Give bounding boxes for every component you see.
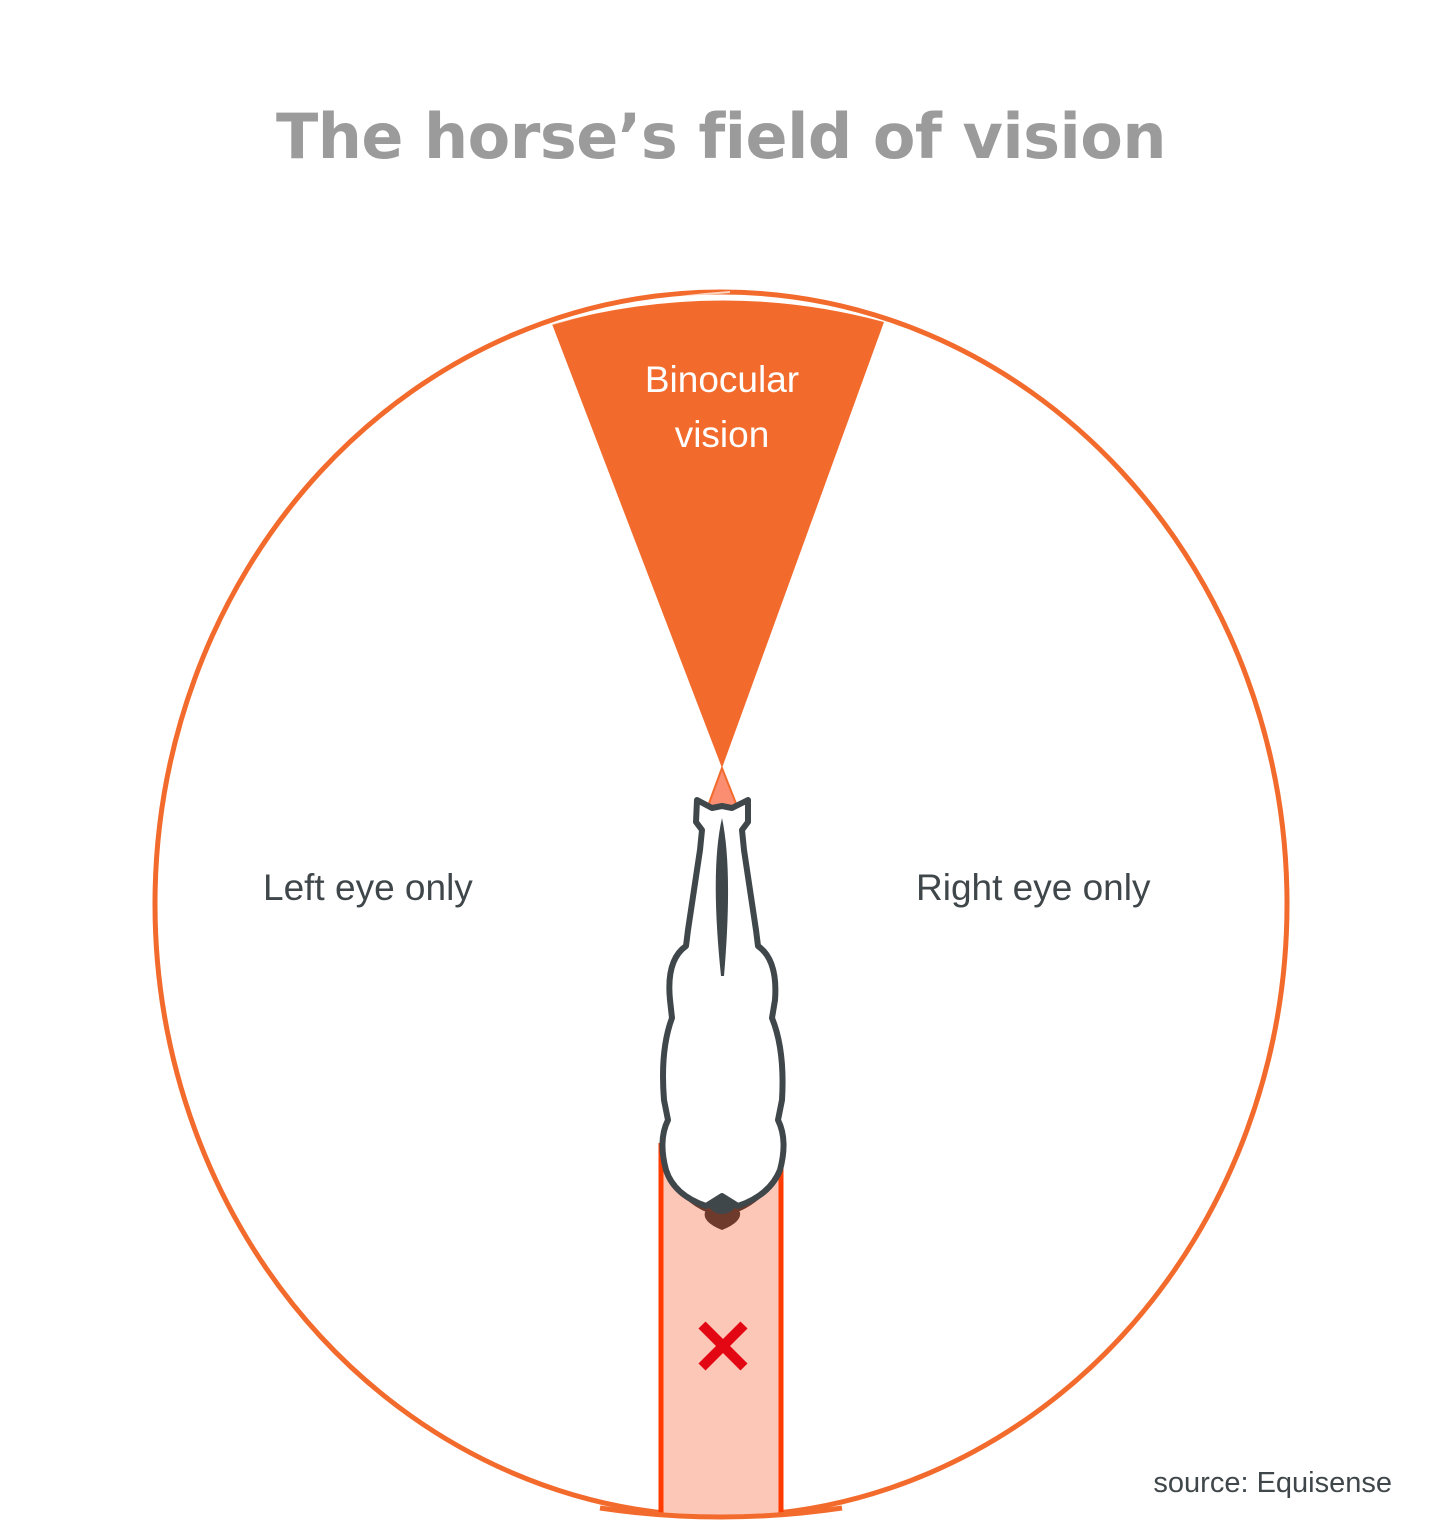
source-credit: source: Equisense <box>1153 1467 1392 1499</box>
right-eye-only-label: Right eye only <box>916 867 1151 908</box>
binocular-label-line2: vision <box>674 414 770 455</box>
page-title: The horse’s field of vision <box>275 100 1167 173</box>
left-eye-only-label: Left eye only <box>263 867 473 908</box>
blind-spot-zone <box>658 1143 784 1516</box>
x-mark-icon <box>698 1321 748 1371</box>
binocular-vision-zone <box>551 291 884 807</box>
binocular-label-line1: Binocular <box>644 359 800 400</box>
horse-top-view-icon <box>659 797 787 1230</box>
binocular-vision-label: Binocular vision <box>572 352 872 462</box>
